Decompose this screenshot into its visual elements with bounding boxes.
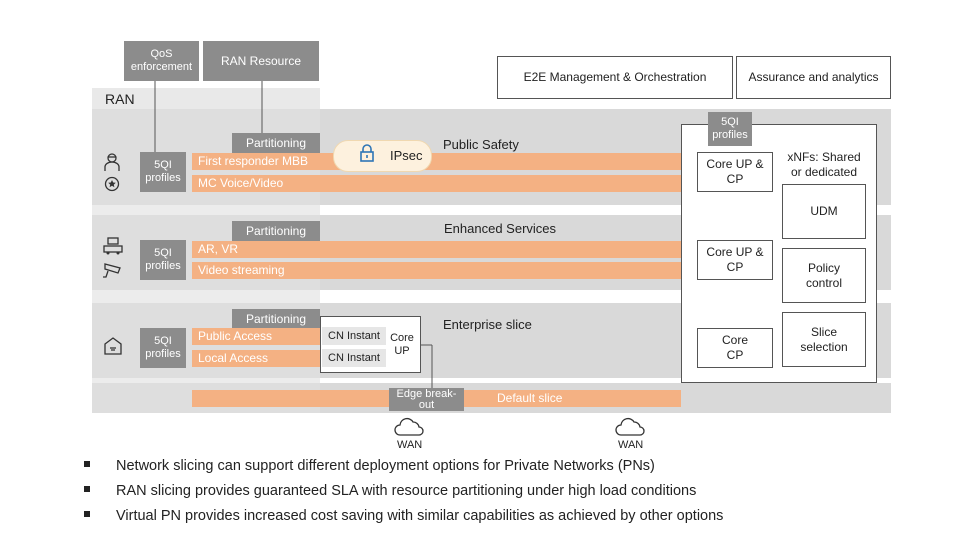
- enhanced-services-title: Enhanced Services: [444, 221, 557, 236]
- bullet-3: Virtual PN provides increased cost savin…: [84, 508, 723, 524]
- cn-instant-2: CN Instant: [322, 349, 386, 367]
- qos-enforcement-box: QoS enforcement: [124, 41, 199, 81]
- ipsec-tunnel: [333, 140, 432, 172]
- core-up-label: Core UP: [390, 332, 414, 357]
- cloud-icon: [614, 417, 646, 442]
- bullet-1: Network slicing can support different de…: [84, 458, 655, 474]
- cn-instant-1: CN Instant: [322, 327, 386, 345]
- wan-label-2: WAN: [618, 439, 644, 451]
- e2e-management-box: E2E Management & Orchestration: [497, 56, 733, 99]
- bar-video-streaming: Video streaming: [192, 262, 681, 279]
- partitioning-box-1: Partitioning: [232, 133, 320, 153]
- 5qi-profiles-core: 5QI profiles: [708, 112, 752, 146]
- cloud-icon: [393, 417, 425, 442]
- core-up-cp-2: Core UP & CP: [697, 240, 773, 280]
- ipsec-label: IPsec: [390, 148, 423, 163]
- core-cp-3: Core CP: [697, 328, 773, 368]
- robot-icon: [102, 237, 124, 260]
- partitioning-box-2: Partitioning: [232, 221, 320, 241]
- 5qi-profiles-1: 5QI profiles: [140, 152, 186, 192]
- xnfs-label: xNFs: Shared or dedicated: [787, 150, 861, 179]
- wan-label-1: WAN: [397, 439, 423, 451]
- camera-icon: [102, 261, 124, 284]
- ran-resource-box: RAN Resource: [203, 41, 319, 81]
- public-safety-title: Public Safety: [443, 137, 519, 152]
- udm-box: UDM: [782, 184, 866, 239]
- edge-breakout-box: Edge break-out: [389, 388, 464, 411]
- core-up-cp-1: Core UP & CP: [697, 152, 773, 192]
- default-slice-label: Default slice: [497, 391, 563, 405]
- bar-ar-vr: AR, VR: [192, 241, 681, 258]
- responder-icon: [103, 152, 121, 177]
- enterprise-icon: [103, 336, 123, 361]
- bar-local-access: Local Access: [192, 350, 322, 367]
- 5qi-profiles-2: 5QI profiles: [140, 240, 186, 280]
- enterprise-slice-title: Enterprise slice: [443, 317, 532, 332]
- badge-icon: [104, 176, 120, 197]
- slice-selection-box: Slice selection: [782, 312, 866, 367]
- lock-icon: [358, 143, 376, 168]
- bar-first-responder: First responder MBB: [192, 153, 681, 170]
- partitioning-box-3: Partitioning: [232, 309, 320, 329]
- ran-label: RAN: [105, 91, 135, 107]
- 5qi-profiles-3: 5QI profiles: [140, 328, 186, 368]
- policy-control-box: Policy control: [782, 248, 866, 303]
- assurance-analytics-box: Assurance and analytics: [736, 56, 891, 99]
- bar-public-access: Public Access: [192, 328, 322, 345]
- bullet-2: RAN slicing provides guaranteed SLA with…: [84, 483, 696, 499]
- bar-mc-voice: MC Voice/Video: [192, 175, 681, 192]
